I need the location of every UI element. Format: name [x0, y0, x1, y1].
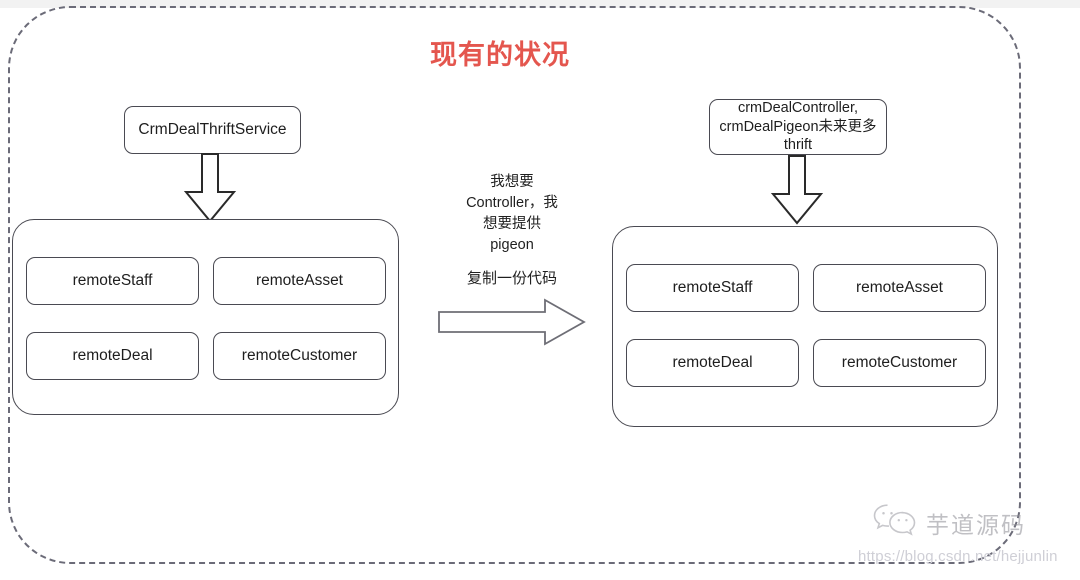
right-service-node[interactable]: crmDealController, crmDealPigeon未来更多 thr…: [709, 99, 887, 155]
center-note-line-4: pigeon: [490, 237, 534, 254]
center-note-line-3: 想要提供: [483, 216, 541, 233]
center-note-top: 我想要 Controller，我 想要提供 pigeon: [442, 172, 582, 256]
cell-label: remoteAsset: [255, 272, 343, 289]
right-cell-remote-asset[interactable]: remoteAsset: [813, 264, 986, 312]
brand-watermark: 芋道源码: [872, 502, 1026, 543]
left-cell-remote-deal[interactable]: remoteDeal: [26, 332, 199, 380]
wechat-icon: [872, 502, 918, 543]
url-watermark: https://blog.csdn.net/hejjunlin: [858, 548, 1058, 565]
left-module-group: remoteStaff remoteAsset remoteDeal remot…: [12, 219, 399, 415]
cell-label: remoteDeal: [672, 354, 753, 371]
right-cell-remote-customer[interactable]: remoteCustomer: [813, 339, 986, 387]
center-note-line-1: 我想要: [490, 174, 534, 190]
center-note-copy-code: 复制一份代码: [466, 270, 557, 287]
brand-name: 芋道源码: [926, 511, 1026, 538]
left-cell-remote-staff[interactable]: remoteStaff: [26, 257, 199, 305]
left-service-node[interactable]: CrmDealThriftService: [124, 106, 301, 154]
right-service-label-line-3: thrift: [783, 137, 813, 154]
left-cell-remote-asset[interactable]: remoteAsset: [213, 257, 386, 305]
cell-label: remoteStaff: [672, 279, 753, 296]
cell-label: remoteAsset: [855, 279, 943, 296]
center-right-arrow-icon: [437, 298, 587, 351]
cell-label: remoteCustomer: [241, 347, 358, 364]
right-service-label-line-1: crmDealController,: [737, 100, 859, 117]
right-module-group: remoteStaff remoteAsset remoteDeal remot…: [612, 226, 998, 427]
cell-label: remoteDeal: [72, 347, 153, 364]
dashed-outer-frame: [8, 6, 1021, 564]
right-cell-remote-deal[interactable]: remoteDeal: [626, 339, 799, 387]
top-strip: [0, 0, 1080, 8]
left-down-arrow-icon: [180, 152, 240, 229]
cell-label: remoteStaff: [72, 272, 153, 289]
center-note-line-2: Controller，我: [466, 195, 558, 212]
right-down-arrow-icon: [767, 154, 827, 231]
right-cell-remote-staff[interactable]: remoteStaff: [626, 264, 799, 312]
diagram-title: 现有的状况: [430, 40, 570, 70]
cell-label: remoteCustomer: [841, 354, 958, 371]
right-service-label-line-2: crmDealPigeon未来更多: [719, 118, 877, 135]
left-cell-remote-customer[interactable]: remoteCustomer: [213, 332, 386, 380]
left-service-label: CrmDealThriftService: [138, 121, 287, 139]
